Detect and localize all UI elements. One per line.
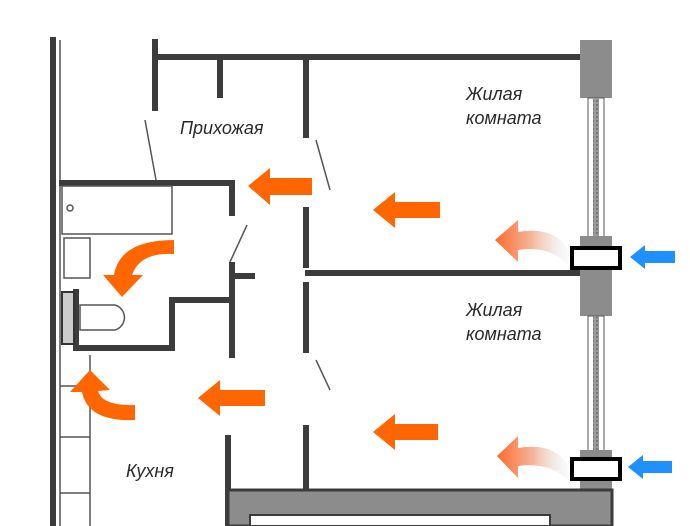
arrow-left-orange-icon: [373, 192, 440, 228]
room-label-living-1-line2: комната: [466, 108, 542, 128]
inflow-arrow-icon: [628, 455, 672, 479]
arrow-left-orange-icon: [248, 168, 312, 205]
outer-wall-left: [50, 37, 61, 526]
inflow-arrow-icon: [630, 245, 675, 269]
gradient-arrow-left-icon: [497, 436, 568, 480]
room-label-living-2-line2: комната: [466, 324, 542, 344]
balcony-edge: [249, 514, 551, 526]
vent-shaft: [61, 291, 75, 345]
bathtub: [61, 185, 173, 235]
curved-arrow-orange-icon: [70, 370, 135, 421]
arrow-left-orange-icon: [198, 380, 265, 416]
room-label-living-2-line1: Жилая: [465, 300, 523, 320]
gradient-arrow-left-icon: [495, 220, 568, 265]
window-vent-icon: [570, 246, 622, 270]
walls-interior: [59, 39, 583, 526]
room-label-living-1-line1: Жилая: [465, 84, 523, 104]
window-vent-icon: [570, 457, 622, 481]
toilet: [79, 304, 126, 331]
arrow-left-orange-icon: [373, 414, 438, 450]
curved-arrow-orange-icon: [103, 240, 174, 297]
room-label-hallway: Прихожая: [180, 118, 264, 138]
sink: [63, 237, 91, 279]
room-label-kitchen: Кухня: [126, 461, 174, 481]
